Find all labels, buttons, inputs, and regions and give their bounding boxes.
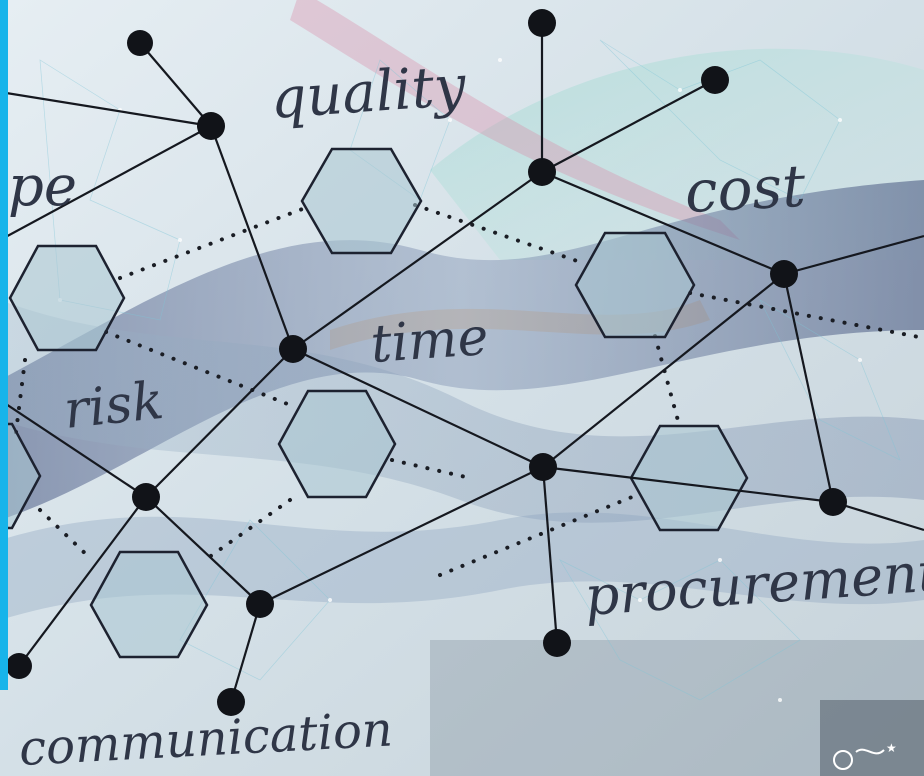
node bbox=[127, 30, 153, 56]
node bbox=[197, 112, 225, 140]
node bbox=[132, 483, 160, 511]
hexagon bbox=[277, 389, 397, 499]
node bbox=[528, 9, 556, 37]
node bbox=[6, 653, 32, 679]
hexagon bbox=[8, 244, 126, 352]
corner-mark: ★ bbox=[833, 741, 897, 770]
node bbox=[279, 335, 307, 363]
network-links bbox=[0, 23, 924, 703]
node bbox=[217, 688, 245, 716]
hexagons bbox=[0, 147, 749, 659]
wave-ribbon-1 bbox=[0, 180, 924, 520]
hexagon bbox=[300, 147, 423, 255]
device-dark bbox=[820, 700, 924, 776]
network-nodes bbox=[6, 9, 847, 716]
hexagon bbox=[89, 550, 209, 659]
dotted-links bbox=[13, 203, 924, 577]
device-shadow bbox=[430, 640, 924, 776]
hexagon bbox=[0, 422, 42, 530]
hexagon bbox=[574, 231, 696, 339]
node bbox=[701, 66, 729, 94]
svg-text:★: ★ bbox=[886, 741, 897, 755]
label-quality: quality bbox=[268, 53, 469, 132]
label-scope-fragment: pe bbox=[8, 154, 77, 219]
node bbox=[543, 629, 571, 657]
pink-streak bbox=[290, 0, 740, 240]
label-cost: cost bbox=[683, 152, 808, 226]
label-risk: risk bbox=[61, 371, 166, 441]
label-time: time bbox=[369, 307, 491, 375]
node bbox=[819, 488, 847, 516]
node bbox=[529, 453, 557, 481]
node bbox=[246, 590, 274, 618]
node bbox=[770, 260, 798, 288]
accent-bar bbox=[0, 0, 8, 690]
node bbox=[528, 158, 556, 186]
